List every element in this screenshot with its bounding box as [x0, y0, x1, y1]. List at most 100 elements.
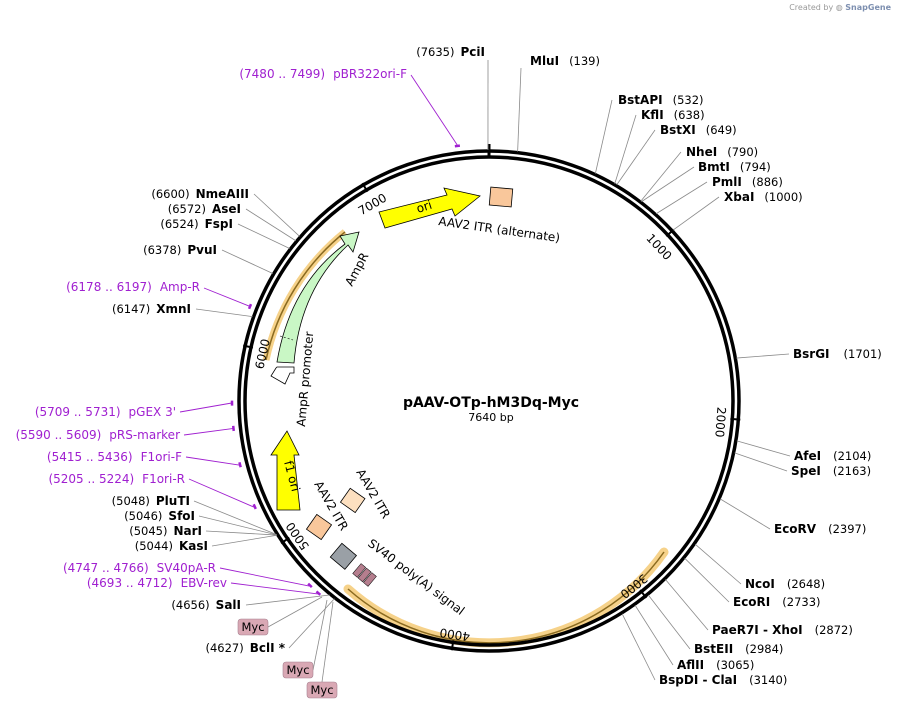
enzyme-leader-line [736, 353, 790, 359]
enzyme-leader-line [647, 594, 691, 650]
credit-prefix: Created by [789, 3, 834, 12]
enzyme-label-ncoi[interactable]: NcoI(2648) [745, 577, 825, 591]
enzyme-leader-line [245, 208, 297, 242]
enzyme-label-sfoi[interactable]: (5046)SfoI [124, 509, 195, 523]
enzyme-leader-line [205, 530, 277, 536]
primer-site-mark [454, 144, 461, 148]
enzyme-leader-line [195, 308, 253, 317]
primer-label-prs-marker[interactable]: (5590 .. 5609)pRS-marker [16, 428, 180, 442]
enzyme-label-ecori[interactable]: EcoRI(2733) [733, 595, 821, 609]
enzyme-leader-line [640, 151, 682, 202]
primer-label-amp-r[interactable]: (6178 .. 6197)Amp-R [66, 280, 200, 294]
aav2-itr-box-1 [339, 487, 366, 514]
enzyme-leader-line [517, 67, 522, 152]
aav2-itr-alternate-label: AAV2 ITR (alternate) [438, 214, 561, 245]
enzyme-leader-line [684, 557, 730, 603]
myc-tag-badge-3[interactable] [306, 681, 338, 699]
enzyme-leader-line [672, 196, 720, 231]
scale-tick-4000 [450, 640, 455, 651]
enzyme-label-fspi[interactable]: (6524)FspI [160, 217, 233, 231]
enzyme-label-pcii[interactable]: (7635)PciI [416, 45, 485, 59]
primer-site-mark [247, 303, 253, 310]
primer-labels: (7480 .. 7499)pBR322ori-F (6178 .. 6197)… [16, 67, 408, 590]
ori-label: ori [415, 198, 434, 216]
enzyme-label-ecorv[interactable]: EcoRV(2397) [774, 522, 866, 536]
primer-label-f1ori-r[interactable]: (5205 .. 5224)F1ori-R [48, 472, 185, 486]
primer-site-mark [315, 590, 322, 596]
myc-leader-line [312, 599, 328, 671]
primer-leader-line [183, 428, 233, 436]
credit-brand: SnapGene [845, 3, 891, 12]
enzyme-label-mlui[interactable]: MluI(139) [530, 54, 600, 68]
plasmid-name: pAAV-OTp-hM3Dq-Myc [403, 395, 579, 411]
scale-tick-label-6000: 6000 [253, 337, 273, 370]
enzyme-label-nhei[interactable]: NheI(790) [686, 145, 758, 159]
enzyme-leader-line [211, 534, 277, 547]
ampr-promoter-arrow [270, 366, 295, 385]
enzyme-leader-line [221, 249, 273, 274]
enzyme-label-bcli[interactable]: (4627)BclI * [205, 641, 285, 655]
leaders-layer [179, 59, 791, 683]
enzyme-label-pmli[interactable]: PmlI(886) [712, 175, 783, 189]
enzyme-leader-line [621, 613, 656, 681]
enzyme-label-pluti[interactable]: (5048)PluTI [112, 494, 190, 508]
enzyme-leader-line [694, 543, 742, 585]
enzyme-label-spei[interactable]: SpeI(2163) [791, 464, 871, 478]
enzyme-label-sali[interactable]: (4656)SalI [171, 598, 241, 612]
enzyme-label-xbai[interactable]: XbaI(1000) [724, 190, 803, 204]
myc-leader-line [321, 601, 334, 683]
primer-site-mark [307, 582, 313, 589]
enzyme-label-afei[interactable]: AfeI(2104) [794, 449, 871, 463]
scale-tick-label-4000: 4000 [439, 625, 471, 643]
ampr-label: AmpR [342, 250, 371, 288]
enzyme-leader-line [193, 500, 277, 535]
enzyme-label-paer7i-xhoi[interactable]: PaeR7I - XhoI(2872) [712, 623, 853, 637]
enzyme-label-bmti[interactable]: BmtI(794) [698, 160, 771, 174]
aav2-itr-label-1: AAV2 ITR [353, 467, 393, 522]
snapgene-credit: Created by ◍ SnapGene [789, 3, 891, 12]
enzyme-label-nmeaiii[interactable]: (6600)NmeAIII [151, 187, 249, 201]
enzyme-leader-line [655, 181, 708, 215]
myc-tag-badge-2[interactable] [282, 661, 314, 679]
scale-tick-7000 [361, 182, 369, 193]
enzyme-leader-line [594, 99, 613, 174]
enzyme-label-bsrgi[interactable]: BsrGI(1701) [793, 347, 882, 361]
enzyme-label-bsteii[interactable]: BstEII(2984) [694, 642, 783, 656]
scale-tick-label-2000: 2000 [712, 406, 728, 437]
plasmid-length: 7640 bp [468, 411, 513, 424]
primer-leader-line [188, 478, 254, 508]
myc-tag-badge-1[interactable] [237, 618, 269, 636]
enzyme-leader-line [641, 166, 695, 202]
myc-tag-labels: Myc Myc Myc [237, 618, 338, 699]
enzyme-label-bstapi[interactable]: BstAPI(532) [618, 93, 704, 107]
primer-label-pbr322ori-f[interactable]: (7480 .. 7499)pBR322ori-F [239, 67, 407, 81]
primer-label-pgex3[interactable]: (5709 .. 5731)pGEX 3' [35, 405, 176, 419]
scale-tick-3000 [639, 589, 648, 599]
enzyme-label-bspdi-clai[interactable]: BspDI - ClaI(3140) [659, 673, 787, 687]
enzyme-label-xmni[interactable]: (6147)XmnI [112, 302, 191, 316]
primer-label-ebv-rev[interactable]: (4693 .. 4712)EBV-rev [87, 576, 227, 590]
primer-label-sv40pa-r[interactable]: (4747 .. 4766)SV40pA-R [63, 561, 216, 575]
enzyme-leader-line [734, 452, 788, 472]
primer-leader-line [410, 74, 458, 146]
enzyme-label-pvui[interactable]: (6378)PvuI [143, 243, 217, 257]
scale-tick-5000 [280, 536, 290, 545]
sv40-polya-box [329, 542, 358, 570]
orf-line-arc-2 [265, 231, 346, 361]
enzyme-label-nari[interactable]: (5045)NarI [129, 524, 202, 538]
primer-label-f1ori-f[interactable]: (5415 .. 5436)F1ori-F [47, 450, 182, 464]
enzyme-leader-line [237, 223, 290, 249]
enzyme-leader-line [616, 129, 656, 186]
myc-leader-line [267, 596, 323, 628]
enzyme-label-kfli[interactable]: KflI(638) [641, 108, 705, 122]
enzyme-label-aflii[interactable]: AflII(3065) [677, 658, 754, 672]
enzyme-label-kasi[interactable]: (5044)KasI [135, 539, 208, 553]
enzyme-leader-line [634, 604, 674, 666]
aav2-itr-box-2 [305, 513, 333, 541]
ampr-promoter-label: AmpR promoter [294, 331, 316, 427]
enzyme-label-asei[interactable]: (6572)AseI [168, 202, 241, 216]
enzyme-label-bstxi[interactable]: BstXI(649) [660, 123, 737, 137]
myc-tag-label-1: Myc [241, 620, 264, 634]
primer-site-mark [238, 462, 242, 468]
